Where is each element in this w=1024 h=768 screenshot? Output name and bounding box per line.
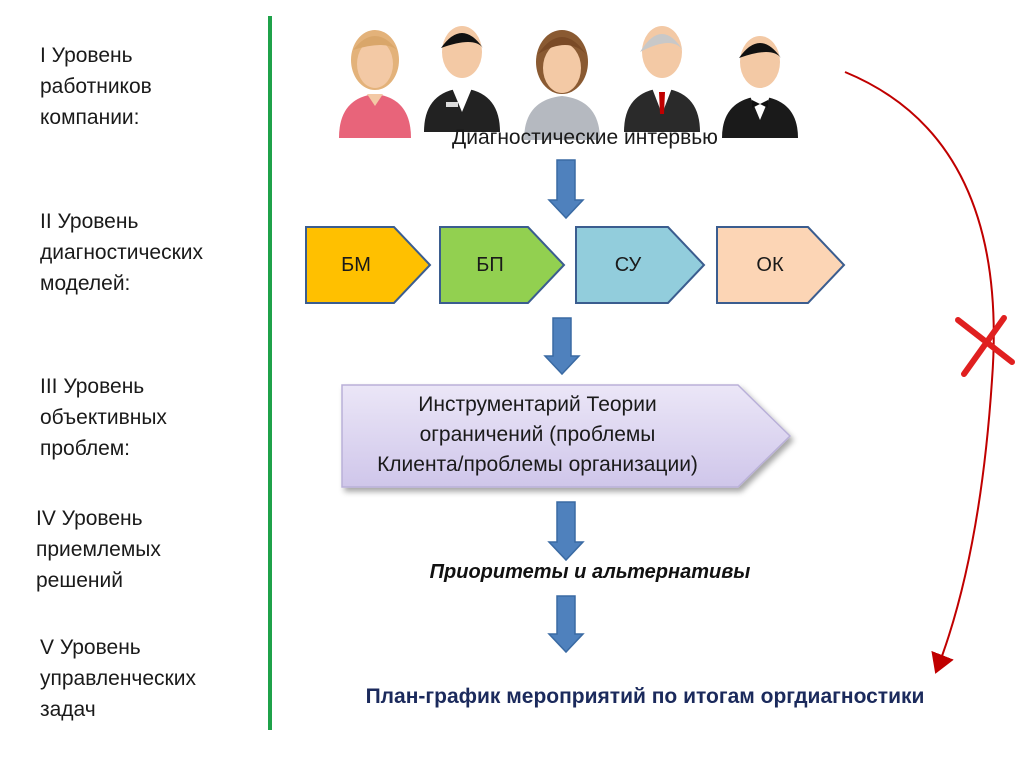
model-label-bm: БМ [341,253,371,276]
priorities-label: Приоритеты и альтернативы [429,561,751,583]
man-tuxedo-icon [722,36,798,138]
down-arrow-1 [547,159,585,220]
woman-brunette-icon [524,30,600,140]
model-label-su: СУ [614,253,642,276]
model-chevron-ok [716,226,846,304]
vertical-divider [268,16,272,730]
model-chevron-bp [439,226,566,304]
model-chevron-su [575,226,706,304]
toc-box-shape [341,384,792,488]
model-label-bp: БП [476,253,504,276]
woman-blonde-icon [339,30,411,138]
red-cross-icon [955,315,1015,377]
down-arrow-4 [547,595,585,654]
level-5-label: V Уровень управленческих задач [40,636,196,721]
man-suit-icon [424,26,500,132]
interviews-caption: Диагностические интервью [452,126,718,149]
bypass-arrow [844,71,995,674]
down-arrow-3 [547,501,585,562]
down-arrow-2 [543,317,581,376]
level-3-label: III Уровень объективных проблем: [40,375,167,460]
level-1-label: I Уровень работников компании: [40,44,152,129]
toc-box-text: Инструментарий Теории ограничений (пробл… [377,393,698,476]
level-4-label: IV Уровень приемлемых решений [36,507,161,592]
level-2-label: II Уровень диагностических моделей: [40,210,203,295]
model-chevron-bm [305,226,432,304]
plan-label: План-график мероприятий по итогам оргдиа… [365,685,925,708]
man-gray-hair-icon [624,26,700,132]
model-label-ok: ОК [756,253,784,276]
people-group [339,26,798,140]
